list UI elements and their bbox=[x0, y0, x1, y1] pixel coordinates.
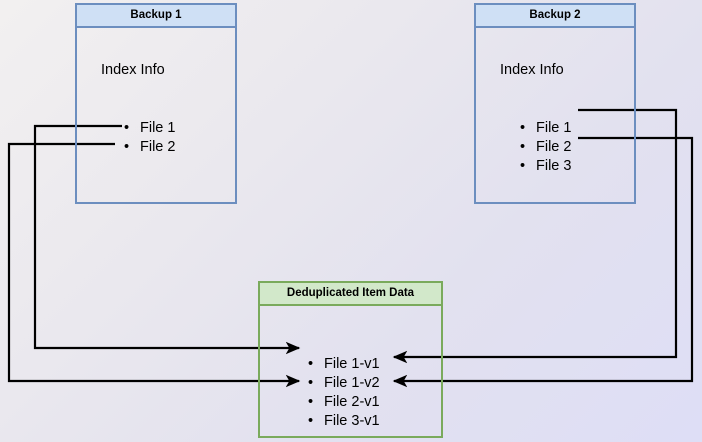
list-item: File 2 bbox=[520, 138, 571, 157]
deduplicated-item-data-box: Deduplicated Item Data File 1-v1 File 1-… bbox=[258, 281, 443, 438]
list-item: File 1 bbox=[520, 119, 571, 138]
backup-2-file-list: File 1 File 2 File 3 bbox=[520, 119, 571, 176]
backup-2-index-info-label: Index Info bbox=[500, 62, 564, 78]
backup-1-file-list: File 1 File 2 bbox=[124, 119, 175, 157]
backup-1-body: Index Info File 1 File 2 bbox=[77, 28, 235, 202]
list-item: File 3 bbox=[520, 157, 571, 176]
list-item: File 1-v2 bbox=[308, 374, 380, 393]
backup-1-header: Backup 1 bbox=[77, 5, 235, 28]
backup-1-index-info-label: Index Info bbox=[101, 62, 165, 78]
deduplicated-item-data-header: Deduplicated Item Data bbox=[260, 283, 441, 306]
deduplicated-item-data-body: File 1-v1 File 1-v2 File 2-v1 File 3-v1 bbox=[260, 306, 441, 436]
list-item: File 3-v1 bbox=[308, 412, 380, 431]
list-item: File 2 bbox=[124, 138, 175, 157]
list-item: File 2-v1 bbox=[308, 393, 380, 412]
deduplicated-file-list: File 1-v1 File 1-v2 File 2-v1 File 3-v1 bbox=[308, 355, 380, 431]
backup-2-body: Index Info File 1 File 2 File 3 bbox=[476, 28, 634, 202]
list-item: File 1-v1 bbox=[308, 355, 380, 374]
backup-2-header: Backup 2 bbox=[476, 5, 634, 28]
list-item: File 1 bbox=[124, 119, 175, 138]
backup-1-box: Backup 1 Index Info File 1 File 2 bbox=[75, 3, 237, 204]
backup-2-box: Backup 2 Index Info File 1 File 2 File 3 bbox=[474, 3, 636, 204]
